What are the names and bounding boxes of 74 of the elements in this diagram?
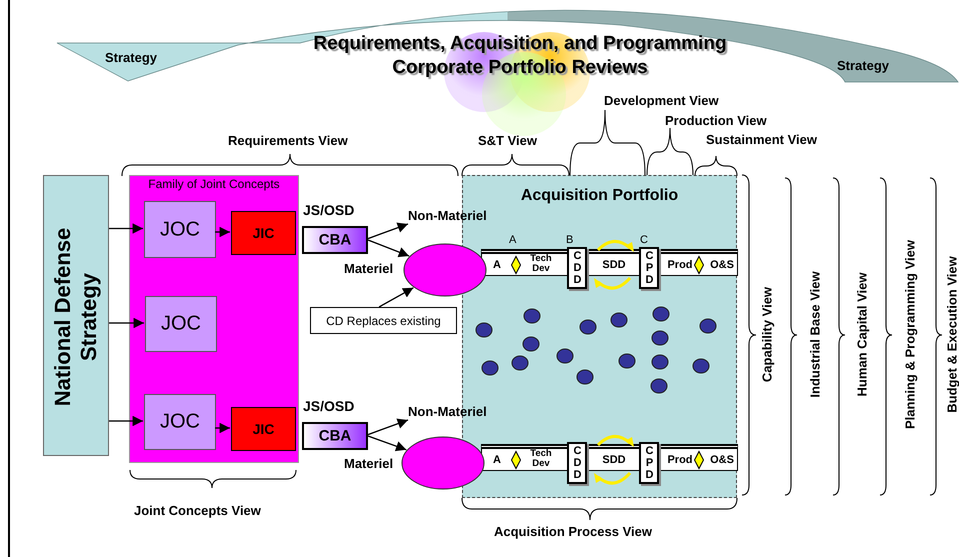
decision-ellipse	[403, 243, 487, 297]
capability-box	[231, 211, 296, 255]
view-label: Development View	[604, 93, 719, 108]
arrow	[215, 422, 230, 434]
phase-label: SDD	[601, 259, 627, 272]
arrow	[378, 287, 414, 308]
outcome-label: Non-Materiel	[408, 404, 487, 419]
arrow	[368, 222, 408, 240]
concept-label: JOC	[159, 410, 201, 434]
document-box	[567, 247, 587, 289]
document-label: CDD	[572, 250, 582, 286]
capability-label: JIC	[252, 421, 276, 437]
view-label: Planning & Programming View	[902, 239, 918, 432]
concept-box	[144, 394, 216, 450]
analysis-label: CBA	[318, 428, 352, 444]
view-label: Budget & Execution View	[944, 255, 959, 415]
view-label: Human Capital View	[854, 272, 870, 399]
analysis-label: CBA	[318, 232, 352, 248]
analysis-box	[302, 226, 368, 254]
strategy-label: Strategy	[837, 58, 890, 73]
concepts-panel	[129, 175, 299, 463]
arrow	[215, 226, 230, 238]
strategy-label: Strategy	[105, 50, 158, 65]
milestone-label: A	[509, 234, 516, 246]
milestone-label: B	[566, 234, 574, 246]
phase-label: A	[492, 259, 502, 272]
note-text: CD Replaces existing	[325, 314, 442, 328]
panel-heading: Acquisition Portfolio	[520, 187, 680, 205]
document-label: CDD	[572, 445, 582, 482]
phase-label: Tech Dev	[529, 254, 553, 274]
view-label: Joint Concepts View	[134, 503, 261, 518]
phase-label: A	[492, 454, 502, 467]
view-label: Production View	[665, 113, 767, 128]
view-label: Acquisition Process View	[494, 524, 652, 539]
note-box	[310, 307, 457, 334]
phase-label: O&S	[709, 454, 735, 467]
arrow	[109, 318, 144, 328]
role-label: JS/OSD	[303, 202, 354, 218]
view-label: Capability View	[760, 286, 774, 384]
arrow	[368, 239, 410, 258]
view-label: Industrial Base View	[808, 270, 822, 400]
arrow	[368, 418, 408, 436]
outcome-label: Materiel	[344, 261, 394, 276]
view-label: S&T View	[478, 133, 538, 148]
decision-ellipse	[401, 436, 485, 490]
document-label: CPD	[644, 445, 654, 482]
document-label: CPD	[644, 250, 654, 286]
outcome-label: Materiel	[344, 456, 394, 471]
document-box	[639, 247, 659, 289]
role-label: JS/OSD	[303, 398, 354, 414]
panel-heading: Family of Joint Concepts	[147, 177, 281, 191]
phase-label: O&S	[709, 259, 735, 272]
view-label: Requirements View	[228, 133, 348, 148]
strategy-title: National Defense Strategy	[50, 226, 102, 408]
concept-box	[145, 296, 217, 352]
phase-label: Prod	[666, 259, 694, 272]
arrow	[368, 435, 407, 452]
arrow	[109, 416, 143, 426]
phase-label: SDD	[601, 454, 627, 467]
analysis-box	[302, 422, 368, 450]
outcome-label: Non-Materiel	[408, 208, 487, 223]
arrow	[109, 223, 143, 234]
phase-label: Prod	[666, 454, 694, 467]
capability-box	[231, 407, 296, 451]
document-box	[567, 442, 587, 484]
concept-box	[144, 201, 216, 258]
phase-label: Tech Dev	[529, 449, 553, 469]
document-box	[639, 442, 659, 484]
view-label: Sustainment View	[706, 132, 818, 147]
concept-label: JOC	[160, 312, 202, 336]
strategy-box	[43, 175, 109, 456]
capability-label: JIC	[252, 225, 276, 241]
milestone-label: C	[640, 234, 648, 246]
concept-label: JOC	[159, 218, 201, 241]
